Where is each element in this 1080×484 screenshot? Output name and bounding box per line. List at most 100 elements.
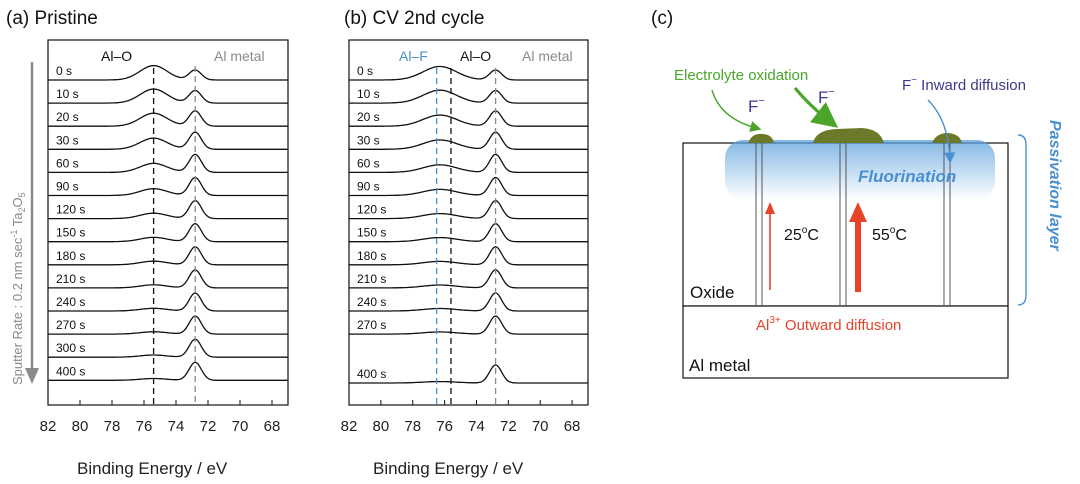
panel-b-xlabel: Binding Energy / eV [373,459,524,478]
trace-time-label: 180 s [357,249,386,263]
panel-c: (c) Electrolyte oxidation F− F− F− Inwar… [651,8,1063,379]
spectrum-trace [349,131,588,150]
trace-time-label: 20 s [56,110,79,124]
spectrum-trace [48,176,288,197]
temp-55-label: 55oC [872,225,907,244]
x-tick-label: 82 [40,418,57,435]
spectrum-trace [349,315,588,335]
panel-a-al-label: Al metal [214,48,265,64]
trace-time-label: 60 s [56,156,79,170]
trace-time-label: 180 s [56,249,85,263]
electrolyte-arrow-2 [793,86,839,128]
spectrum-trace [48,292,288,312]
trace-time-label: 400 s [357,367,386,381]
electrolyte-arrow-1 [711,89,762,132]
trace-time-label: 90 s [357,180,380,194]
panel-a-title: (a) Pristine [6,8,98,29]
spectrum-trace [48,199,288,220]
spectrum-trace [349,269,588,289]
x-tick-label: 72 [200,418,217,435]
spectrum-trace [349,89,588,104]
trace-time-label: 400 s [56,364,85,378]
x-tick-label: 78 [104,418,121,435]
panel-b-alo-label: Al–O [460,48,491,64]
trace-time-label: 210 s [56,272,85,286]
panel-a-ylabel: Sputter Rate : 0.2 nm sec-1 Ta2O5 [9,192,27,385]
panel-b-title: (b) CV 2nd cycle [344,8,484,29]
trace-time-label: 30 s [357,133,380,147]
trace-time-label: 240 s [56,295,85,309]
inward-arrow [927,99,956,164]
trace-time-label: 0 s [56,64,72,78]
pores [755,143,951,306]
x-tick-label: 68 [564,418,581,435]
spectrum-trace [48,88,288,104]
trace-time-label: 300 s [56,341,85,355]
spectrum-trace [349,364,588,384]
al-metal-label: Al metal [689,356,750,375]
panel-b-frame [348,39,589,406]
x-tick-label: 80 [373,418,390,435]
trace-time-label: 90 s [56,180,79,194]
passivation-bracket [1017,134,1027,306]
spectrum-trace [349,223,588,243]
fluorination-region [725,140,995,200]
x-tick-label: 78 [404,418,421,435]
trace-time-label: 120 s [357,203,386,217]
sputter-arrow [25,62,39,384]
trace-time-label: 60 s [357,156,380,170]
spectrum-trace [48,131,288,150]
trace-time-label: 150 s [357,226,386,240]
x-tick-label: 74 [168,418,185,435]
oxide-label: Oxide [690,283,734,302]
spectrum-trace [349,110,588,127]
panel-a-alo-label: Al–O [101,48,132,64]
panel-c-title: (c) [651,8,673,29]
trace-time-label: 270 s [56,318,85,332]
spectrum-trace [48,269,288,289]
al-metal-layer [682,305,1009,379]
trace-time-label: 270 s [357,318,386,332]
trace-time-label: 20 s [357,110,380,124]
panel-b-al-label: Al metal [522,48,573,64]
arrow-55c [849,202,867,292]
temp-25-label: 25oC [784,225,819,244]
trace-time-label: 210 s [357,272,386,286]
spectrum-trace [48,338,288,358]
x-tick-label: 76 [436,418,453,435]
f-ion-label-1: F− [748,95,765,116]
x-tick-label: 70 [232,418,249,435]
x-tick-label: 76 [136,418,153,435]
electrolyte-oxidation-label: Electrolyte oxidation [674,67,808,84]
spectrum-trace [48,223,288,243]
spectrum-trace [349,292,588,312]
x-tick-label: 74 [468,418,485,435]
spectrum-trace [48,153,288,174]
trace-time-label: 150 s [56,226,85,240]
f-inward-diffusion-label: F− Inward diffusion [902,75,1026,94]
x-tick-label: 70 [532,418,549,435]
trace-time-label: 240 s [357,295,386,309]
trace-time-label: 0 s [357,64,373,78]
spectrum-trace [48,110,288,127]
spectrum-trace [48,315,288,335]
trace-time-label: 10 s [357,87,380,101]
electrolyte-deposits [748,128,962,143]
spectrum-trace [48,64,288,81]
spectrum-trace [349,176,588,197]
spectrum-trace [349,65,588,81]
panel-a-xlabel: Binding Energy / eV [77,459,228,478]
spectrum-trace [349,246,588,266]
trace-time-label: 10 s [56,87,79,101]
f-ion-label-2: F− [818,86,835,107]
passivation-label: Passivation layer [1046,120,1063,252]
spectrum-trace [48,361,288,381]
x-tick-label: 82 [341,418,358,435]
trace-time-label: 120 s [56,203,85,217]
spectrum-trace [48,246,288,266]
